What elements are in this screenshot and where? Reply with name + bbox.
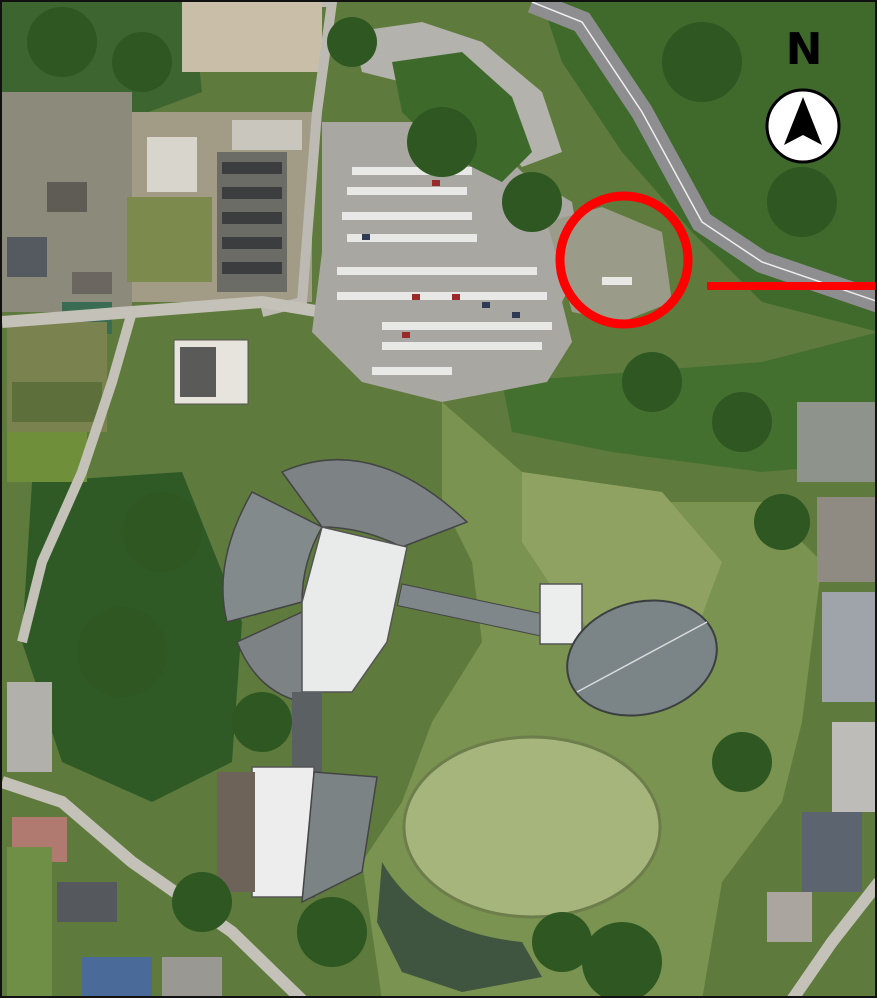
dome-roof [566,599,718,717]
north-label: N [785,24,823,75]
building-roof [301,526,408,693]
pond [377,862,542,992]
sports-field [182,2,322,72]
location-marker-circle [555,191,693,329]
lawn [402,735,662,919]
parked-cars [337,167,632,375]
building-roof [280,459,469,548]
building-roof [251,766,315,898]
north-arrow-icon [764,87,842,165]
